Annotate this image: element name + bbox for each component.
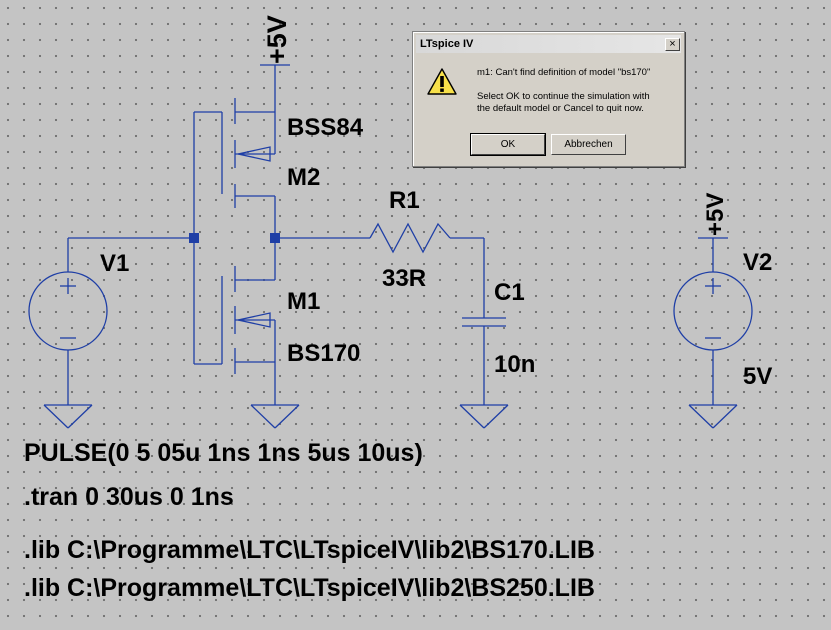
error-dialog: LTspice IV × m1: Can't find definition o… — [412, 31, 685, 167]
ground-symbol-c1 — [459, 404, 509, 429]
ground-symbol-m1 — [250, 404, 300, 429]
c1-label: C1 — [494, 279, 525, 306]
gate-junction — [189, 233, 199, 243]
warning-icon — [427, 68, 457, 95]
ground-symbol-v1 — [43, 404, 93, 429]
r1-resistor[interactable] — [369, 222, 451, 254]
m1-model-label: BS170 — [287, 340, 360, 367]
dialog-titlebar[interactable]: LTspice IV × — [416, 35, 681, 53]
tran-directive[interactable]: .tran 0 30us 0 1ns — [24, 483, 234, 511]
m2-pmos-transistor[interactable] — [234, 65, 276, 208]
supply-label-left: +5V — [262, 15, 292, 64]
lib-directive-bs250[interactable]: .lib C:\Programme\LTC\LTspiceIV\lib2\BS2… — [24, 574, 595, 602]
r1-label: R1 — [389, 187, 420, 214]
ok-button[interactable]: OK — [470, 133, 546, 156]
m2-model-label: BSS84 — [287, 114, 364, 141]
v2-source[interactable] — [673, 271, 753, 351]
dialog-message: m1: Can't find definition of model "bs17… — [477, 67, 650, 115]
dialog-close-button[interactable]: × — [665, 37, 680, 51]
m1-nmos-transistor[interactable] — [234, 238, 276, 405]
dialog-message-line1: m1: Can't find definition of model "bs17… — [477, 67, 651, 78]
v1-label: V1 — [100, 250, 129, 277]
dialog-message-line2a: Select OK to continue the simulation wit… — [477, 91, 650, 102]
v1-source[interactable] — [28, 271, 108, 351]
lib-directive-bs170[interactable]: .lib C:\Programme\LTC\LTspiceIV\lib2\BS1… — [24, 536, 595, 564]
cancel-button[interactable]: Abbrechen — [551, 134, 626, 155]
m1-label: M1 — [287, 288, 320, 315]
dialog-message-line2b: the default model or Cancel to quit now. — [477, 103, 644, 114]
ground-symbol-v2 — [688, 404, 738, 429]
c1-capacitor[interactable] — [462, 317, 506, 327]
m2-label: M2 — [287, 164, 320, 191]
pulse-directive[interactable]: PULSE(0 5 05u 1ns 1ns 5us 10us) — [24, 439, 423, 467]
v2-value-label: 5V — [743, 363, 772, 390]
r1-value-label: 33R — [382, 265, 426, 292]
c1-value-label: 10n — [494, 351, 535, 378]
dialog-title: LTspice IV — [420, 38, 474, 50]
v2-label: V2 — [743, 249, 772, 276]
supply-label-right: +5V — [702, 193, 729, 236]
